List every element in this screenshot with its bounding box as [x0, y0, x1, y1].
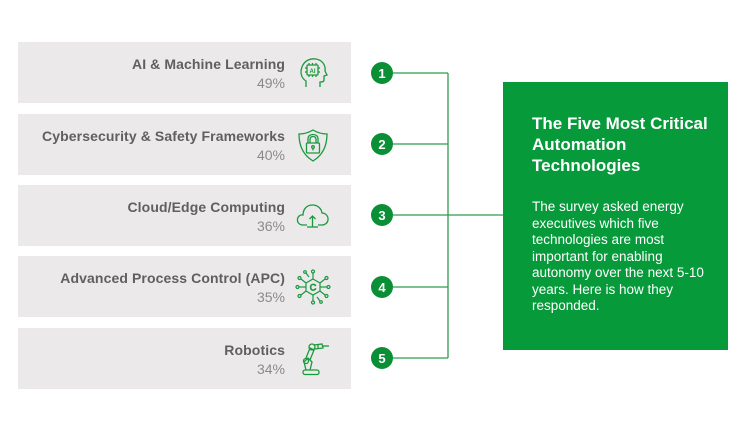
item-percent: 40%	[256, 147, 285, 163]
ai-head-icon: AI	[294, 54, 332, 92]
rank-badge-5: 5	[371, 347, 393, 369]
technology-item-cybersecurity: Cybersecurity & Safety Frameworks 40%	[18, 114, 351, 175]
panel-title: The Five Most Critical Automation Techno…	[532, 114, 708, 175]
item-label: Robotics	[224, 342, 285, 358]
item-percent: 34%	[256, 361, 285, 377]
item-percent: 36%	[256, 218, 285, 234]
technology-item-cloud-edge: Cloud/Edge Computing 36%	[18, 185, 351, 246]
svg-text:C: C	[310, 283, 317, 293]
technology-item-ai: AI & Machine Learning 49% AI	[18, 42, 351, 103]
item-percent: 35%	[256, 289, 285, 305]
rank-badge-2: 2	[371, 133, 393, 155]
item-percent: 49%	[256, 75, 285, 91]
panel-description: The survey asked energy executives which…	[532, 199, 704, 313]
technology-item-apc: Advanced Process Control (APC) 35% C	[18, 256, 351, 317]
item-label: Advanced Process Control (APC)	[60, 270, 285, 286]
network-c-icon: C	[294, 268, 332, 306]
cloud-upload-icon	[294, 197, 332, 235]
item-label: AI & Machine Learning	[131, 56, 285, 72]
robotic-arm-icon	[294, 340, 332, 378]
shield-lock-icon	[294, 126, 332, 164]
technology-item-robotics: Robotics 34%	[18, 328, 351, 389]
rank-badge-3: 3	[371, 204, 393, 226]
item-label: Cybersecurity & Safety Frameworks	[42, 128, 285, 144]
item-label: Cloud/Edge Computing	[127, 199, 285, 215]
rank-badge-4: 4	[371, 276, 393, 298]
rank-badge-1: 1	[371, 62, 393, 84]
summary-panel: The Five Most Critical Automation Techno…	[503, 82, 728, 350]
svg-text:AI: AI	[310, 69, 316, 75]
